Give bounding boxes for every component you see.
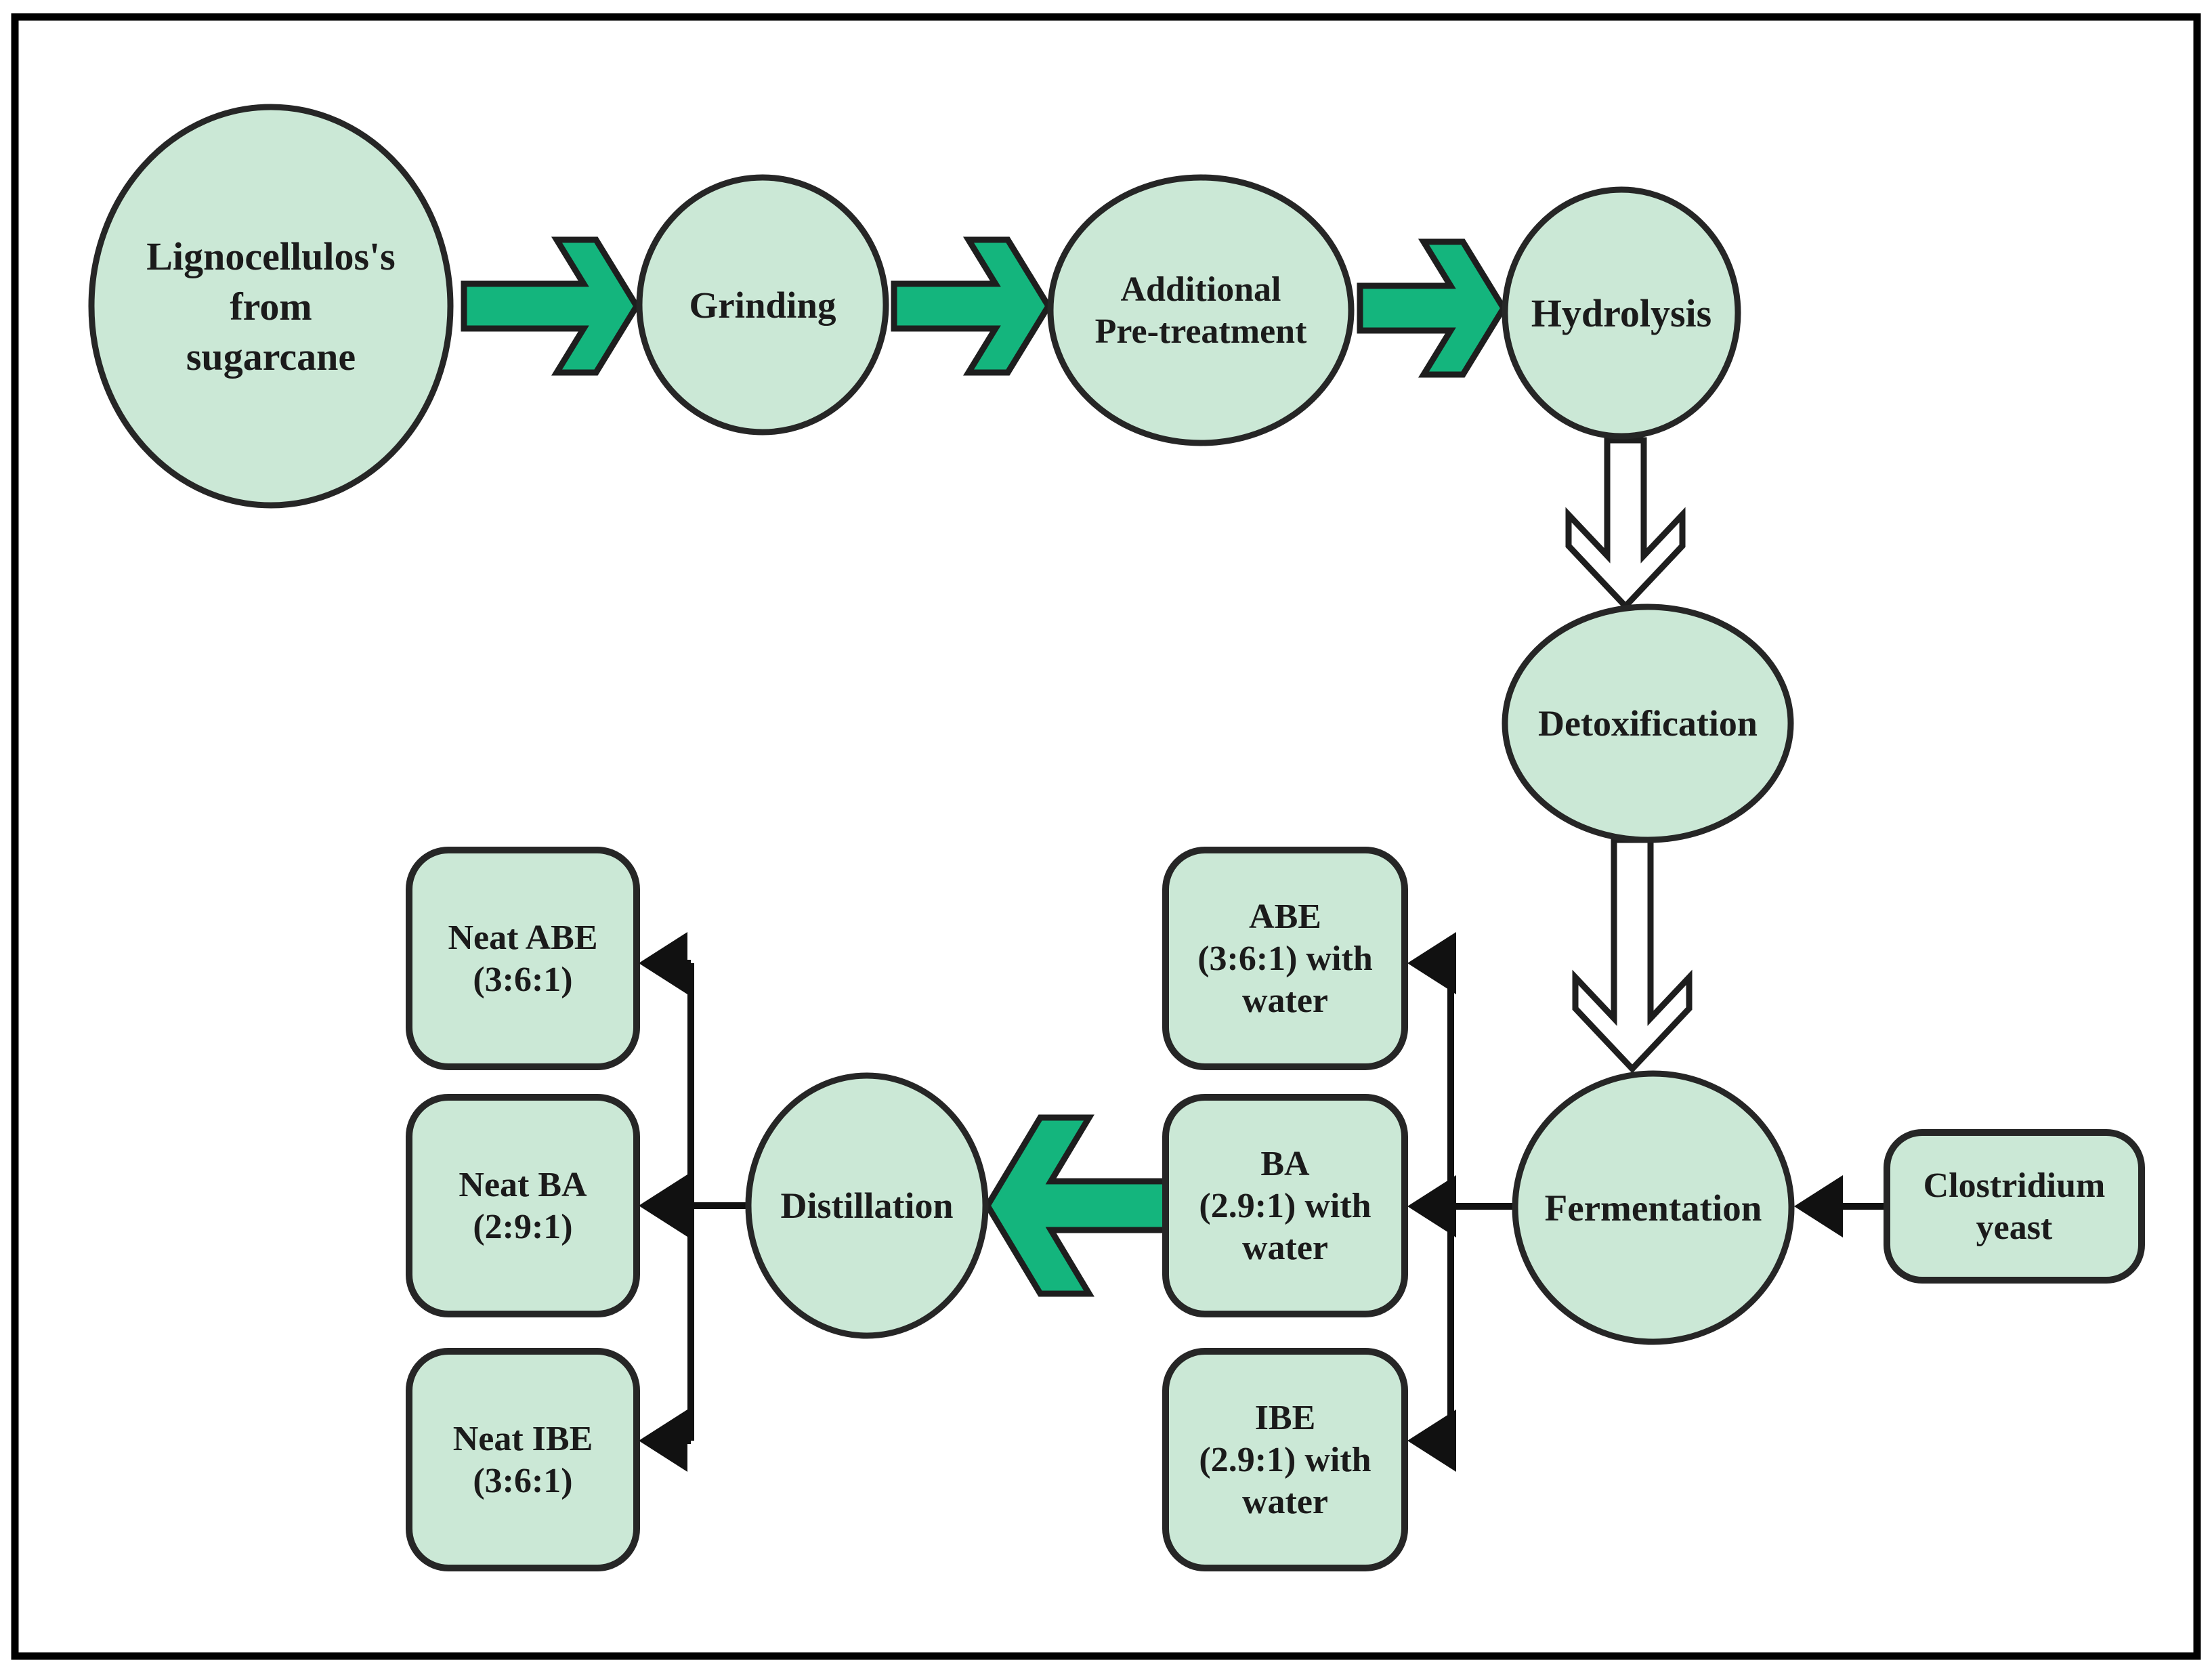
neat-abe-label-line-0: Neat ABE bbox=[448, 918, 598, 957]
lignocellulose-label: Lignocellulos's from sugarcane bbox=[146, 234, 395, 379]
neat-ibe-label-line-1: (3:6:1) bbox=[473, 1462, 572, 1500]
node-clostridium-yeast bbox=[1884, 1129, 2145, 1284]
node-neat-ibe bbox=[406, 1348, 640, 1571]
grinding-label-line-0: Grinding bbox=[689, 284, 836, 326]
neat-ba-label-line-0: Neat BA bbox=[459, 1166, 587, 1204]
ba-water-label-line-0: BA bbox=[1260, 1145, 1310, 1183]
block-arrow-ba-water-to-distillation bbox=[983, 1114, 1169, 1297]
node-abe-water bbox=[1162, 847, 1408, 1070]
node-ibe-water bbox=[1162, 1348, 1408, 1571]
block-arrow-hydrolysis-to-detoxification bbox=[1565, 437, 1686, 611]
ba-water-label: BA (2.9:1) with water bbox=[1199, 1145, 1371, 1267]
node-detoxification bbox=[1502, 603, 1794, 843]
node-distillation bbox=[745, 1072, 989, 1339]
fermentation-label-line-0: Fermentation bbox=[1545, 1187, 1762, 1229]
hydrolysis-label: Hydrolysis bbox=[1531, 291, 1711, 335]
node-fermentation bbox=[1512, 1070, 1795, 1345]
abe-water-label-line-0: ABE bbox=[1249, 897, 1321, 936]
hydrolysis-label-line-0: Hydrolysis bbox=[1531, 291, 1711, 335]
grinding-label: Grinding bbox=[689, 284, 836, 326]
pretreatment-label-line-1: Pre-treatment bbox=[1095, 312, 1307, 351]
block-arrow-detoxification-to-fermentation bbox=[1572, 836, 1693, 1074]
arrowhead-distillation-to-neat-ba bbox=[639, 1174, 687, 1237]
ba-water-label-line-2: water bbox=[1242, 1229, 1328, 1267]
arrowhead-fermentation-to-ba-water bbox=[1407, 1175, 1456, 1237]
clostridium-yeast-label-line-1: yeast bbox=[1976, 1208, 2053, 1247]
arrowhead-left-branch-to-neat-ibe bbox=[639, 1410, 687, 1472]
ibe-water-label-line-1: (2.9:1) with bbox=[1199, 1441, 1371, 1479]
ibe-water-label: IBE (2.9:1) with water bbox=[1199, 1399, 1371, 1521]
neat-ibe-label-line-0: Neat IBE bbox=[453, 1420, 593, 1458]
block-arrow-grinding-to-pretreatment bbox=[891, 236, 1052, 376]
abe-water-label-line-2: water bbox=[1242, 981, 1328, 1020]
node-pretreatment bbox=[1047, 174, 1355, 446]
arrowhead-right-branch-to-abe-water bbox=[1407, 932, 1456, 994]
node-neat-ba bbox=[406, 1094, 640, 1317]
arrowhead-yeast-to-fermentation bbox=[1794, 1175, 1843, 1237]
node-neat-abe bbox=[406, 847, 640, 1070]
neat-ba-label-line-1: (2:9:1) bbox=[473, 1208, 572, 1246]
fermentation-label: Fermentation bbox=[1545, 1187, 1762, 1229]
ibe-water-label-line-2: water bbox=[1242, 1483, 1328, 1521]
abe-water-label-line-1: (3:6:1) with bbox=[1197, 939, 1373, 978]
block-arrow-pretreatment-to-hydrolysis bbox=[1357, 238, 1508, 378]
detoxification-label-line-0: Detoxification bbox=[1538, 703, 1758, 744]
lignocellulose-label-line-0: Lignocellulos's bbox=[146, 234, 395, 278]
node-grinding bbox=[636, 174, 889, 436]
arrowhead-right-branch-to-ibe-water bbox=[1407, 1410, 1456, 1472]
pretreatment-label-line-0: Additional bbox=[1121, 270, 1281, 309]
neat-ba-label: Neat BA (2:9:1) bbox=[459, 1166, 587, 1246]
neat-abe-label: Neat ABE(3:6:1) bbox=[448, 918, 598, 999]
neat-ibe-label: Neat IBE (3:6:1) bbox=[453, 1420, 593, 1500]
node-ba-water bbox=[1162, 1094, 1408, 1317]
node-lignocellulose bbox=[88, 104, 454, 509]
distillation-label: Distillation bbox=[780, 1185, 953, 1226]
clostridium-yeast-label-line-0: Clostridium bbox=[1923, 1166, 2106, 1205]
node-hydrolysis bbox=[1502, 186, 1741, 440]
lignocellulose-label-line-2: sugarcane bbox=[186, 335, 356, 379]
neat-abe-label-line-1: (3:6:1) bbox=[473, 960, 572, 999]
ibe-water-label-line-0: IBE bbox=[1255, 1399, 1316, 1437]
block-arrow-lignocellulose-to-grinding bbox=[461, 236, 641, 376]
arrowhead-left-branch-to-neat-abe bbox=[639, 932, 687, 994]
detoxification-label: Detoxification bbox=[1538, 703, 1758, 744]
distillation-label-line-0: Distillation bbox=[780, 1185, 953, 1226]
ba-water-label-line-1: (2.9:1) with bbox=[1199, 1187, 1371, 1225]
lignocellulose-label-line-1: from bbox=[230, 284, 312, 329]
